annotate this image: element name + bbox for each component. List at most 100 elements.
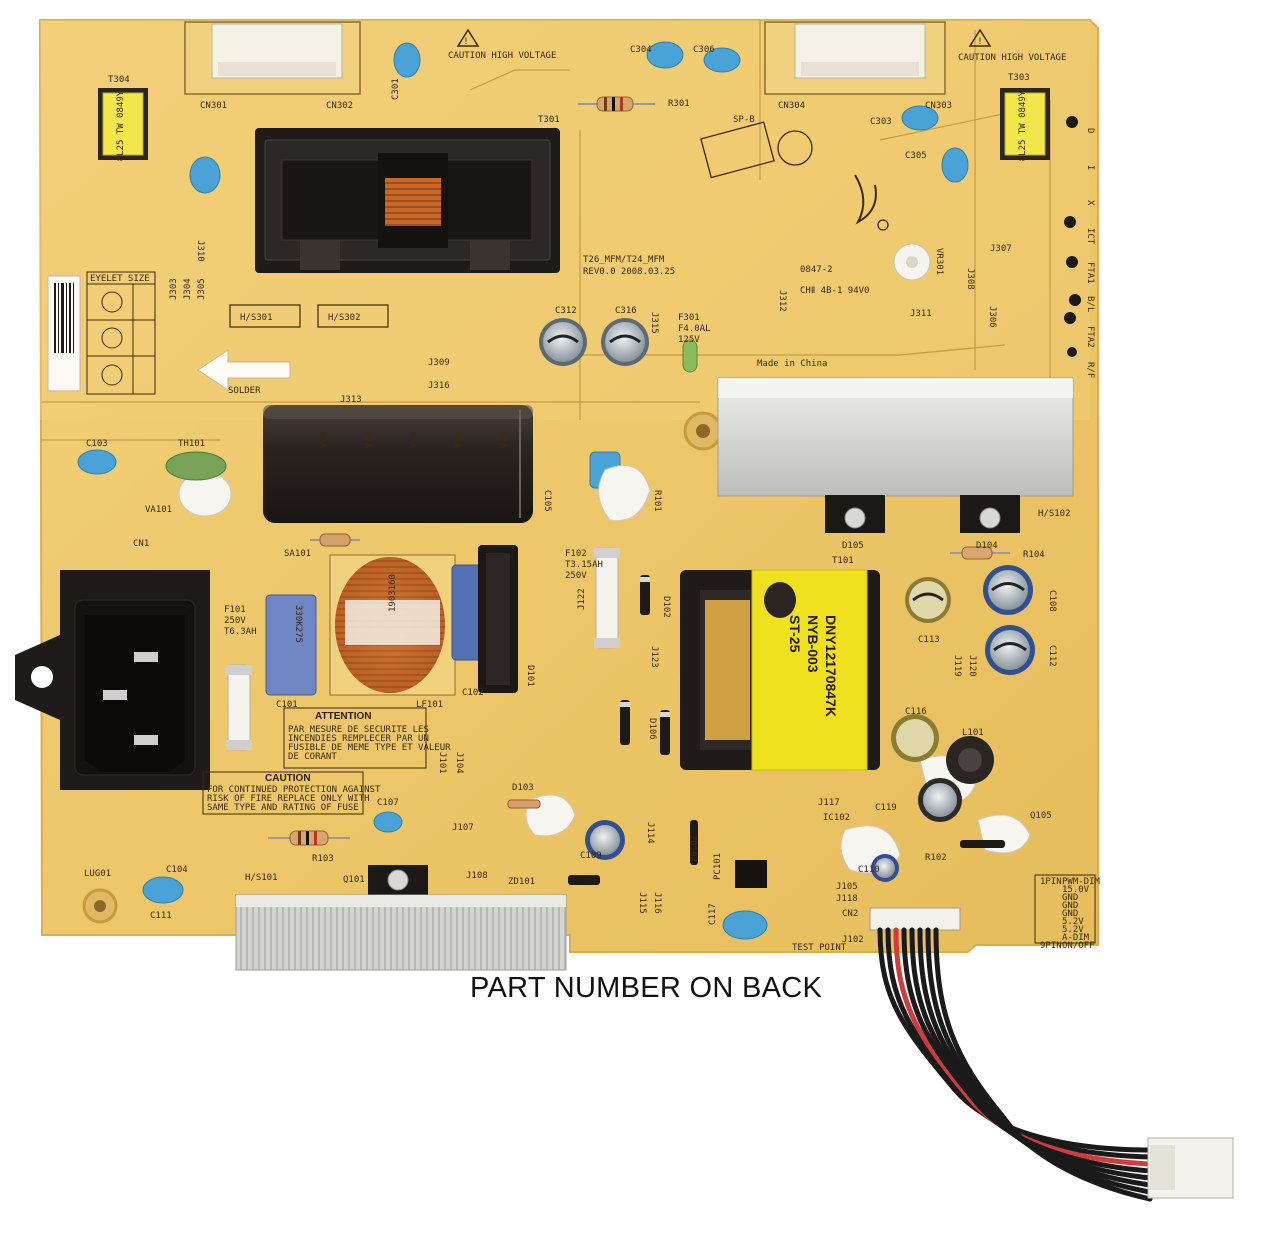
- side-label-5: B/L: [1085, 296, 1095, 312]
- pin-table-box: [1034, 874, 1096, 944]
- label-c103: C103: [86, 439, 108, 449]
- label-cn301: CN301: [200, 101, 227, 111]
- label-c312: C312: [555, 306, 577, 316]
- solder-arrow-icon: [197, 349, 291, 391]
- attention-text-3: FUSIBLE DE MEME TYPE ET VALEUR: [288, 743, 451, 753]
- label-test-point: TEST POINT: [792, 943, 847, 953]
- label-caution-hv-left: CAUTION HIGH VOLTAGE: [448, 51, 556, 61]
- label-c101: C101: [276, 700, 298, 710]
- inductor-l101: [946, 736, 994, 784]
- side-label-2: X: [1085, 200, 1095, 206]
- mounting-holes: [82, 411, 723, 924]
- label-j108: J108: [466, 871, 488, 881]
- label-d106: D106: [647, 718, 657, 740]
- pin-table-7: 5.2V: [1062, 925, 1084, 935]
- electrolytic-cap-c110: [871, 854, 899, 882]
- solder-pads-right: [1064, 116, 1081, 357]
- side-label-0: D: [1085, 128, 1095, 133]
- caution-title: CAUTION: [265, 773, 311, 784]
- label-j307: J307: [990, 244, 1012, 254]
- label-c105: C105: [542, 490, 552, 512]
- bulk-cap-mark-3: W8A: [407, 432, 417, 449]
- label-c108: C108: [1047, 590, 1057, 612]
- label-ic102: IC102: [823, 813, 850, 823]
- label-c303: C303: [870, 117, 892, 127]
- label-sa101: SA101: [284, 549, 311, 559]
- label-c113: C113: [918, 635, 940, 645]
- label-rev-2: REV0.0 2008.03.25: [583, 267, 675, 277]
- label-d104: D104: [976, 541, 998, 551]
- label-f101-2: 250V: [224, 616, 246, 626]
- label-spb: SP-B: [733, 115, 755, 125]
- label-hs101: H/S101: [245, 873, 278, 883]
- label-j311: J311: [910, 309, 932, 319]
- label-j101: J101: [437, 752, 447, 774]
- label-zd101: ZD101: [508, 877, 535, 887]
- pin-table-3: GND: [1062, 893, 1078, 903]
- label-pc101: PC101: [713, 853, 723, 880]
- label-lug01: LUG01: [84, 869, 111, 879]
- label-j310: J310: [195, 240, 205, 262]
- label-cn304: CN304: [778, 101, 805, 111]
- transformer-t304: 8L25 TW 0849Y: [98, 88, 148, 161]
- label-vr301: VR301: [934, 248, 944, 275]
- label-j104: J104: [454, 752, 464, 774]
- label-f301-2: F4.0AL: [678, 324, 711, 334]
- label-r101: R101: [652, 490, 662, 512]
- ac-inlet-cn1: [15, 570, 210, 790]
- diodes-small: [507, 575, 1005, 885]
- label-j102: J102: [842, 935, 864, 945]
- svg-text:!: !: [463, 37, 468, 47]
- label-j304: J304: [183, 278, 193, 300]
- connector-cn2: [869, 907, 961, 931]
- label-j122: J122: [577, 588, 587, 610]
- electrolytic-cap-c109: [585, 820, 625, 860]
- label-d102: D102: [661, 596, 671, 618]
- pin-table-10: ON/OFF: [1062, 941, 1095, 951]
- caution-text-1: FOR CONTINUED PROTECTION AGAINST: [207, 785, 381, 795]
- fuse-f102: [594, 547, 620, 649]
- side-label-7: R/F: [1085, 362, 1095, 378]
- electrolytic-cap-c113: [905, 577, 951, 623]
- silkscreen-labels: CN301 CN302 CN304 CN303 T304 T303 T301 C…: [84, 45, 1101, 953]
- optocoupler-pc101: [735, 860, 767, 888]
- label-cn303: CN303: [925, 101, 952, 111]
- label-j312: J312: [777, 290, 787, 312]
- label-j303: J303: [169, 278, 179, 300]
- bulk-cap-mark-5: W8A: [497, 432, 507, 449]
- side-label-4: FTA1: [1085, 262, 1095, 284]
- label-j119: J119: [952, 655, 962, 677]
- label-j306: J306: [987, 306, 997, 328]
- label-d101: D101: [525, 665, 535, 687]
- label-lf101: LF101: [416, 700, 443, 710]
- label-t304: T304: [108, 75, 130, 85]
- label-c305: C305: [905, 151, 927, 161]
- ceramic-caps-upper: [189, 41, 969, 194]
- transformer-mark-3: DNY12170847K: [823, 615, 839, 717]
- label-j123: J123: [649, 646, 659, 668]
- choke-mark: 1903160: [388, 574, 398, 612]
- label-datecode: 0847-2: [800, 265, 833, 275]
- label-c107: C107: [377, 798, 399, 808]
- eyelet-size-table: [86, 271, 156, 395]
- label-zd102: ZD102: [687, 835, 697, 862]
- fuse-f101: [226, 664, 252, 751]
- transformer-t303: 8L25 TW 0849Y: [1000, 88, 1050, 161]
- attention-text-1: PAR MESURE DE SECURITE LES: [288, 725, 429, 735]
- heatsink-hs301-hs302-outline: [229, 304, 389, 328]
- label-cn1: CN1: [133, 539, 149, 549]
- hv-warning-right: !: [968, 28, 992, 47]
- label-j313: J313: [340, 395, 362, 405]
- side-label-1: I: [1085, 165, 1095, 170]
- label-th101: TH101: [178, 439, 205, 449]
- resistor-r103: [268, 830, 350, 846]
- caution-box: [202, 771, 364, 815]
- svg-text:!: !: [977, 37, 982, 47]
- x-capacitor-c101: [265, 594, 317, 696]
- label-r301: R301: [668, 99, 690, 109]
- label-c117: C117: [708, 903, 718, 925]
- label-d105: D105: [842, 541, 864, 551]
- side-label-3: ICT: [1085, 228, 1095, 245]
- pcb-upper-section: [40, 20, 1090, 420]
